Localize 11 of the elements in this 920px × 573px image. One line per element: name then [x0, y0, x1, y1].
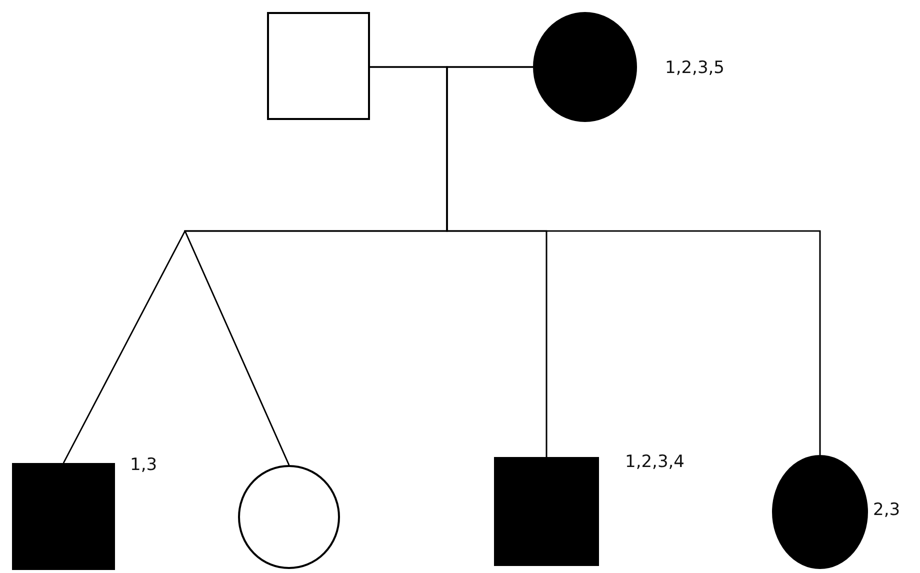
affected-female-circle	[533, 12, 637, 122]
mutation-label: 1,2,3,5	[665, 58, 724, 78]
unaffected-female-circle	[238, 465, 340, 569]
affected-male-square	[494, 457, 599, 566]
mutation-label: 2,3	[873, 500, 900, 520]
descent-line	[446, 66, 821, 455]
affected-female-circle	[772, 455, 868, 569]
unaffected-male-square	[267, 12, 370, 120]
affected-male-square	[12, 463, 115, 570]
mutation-label: 1,3	[130, 455, 158, 475]
mutation-label: 1,2,3,4	[625, 452, 684, 472]
